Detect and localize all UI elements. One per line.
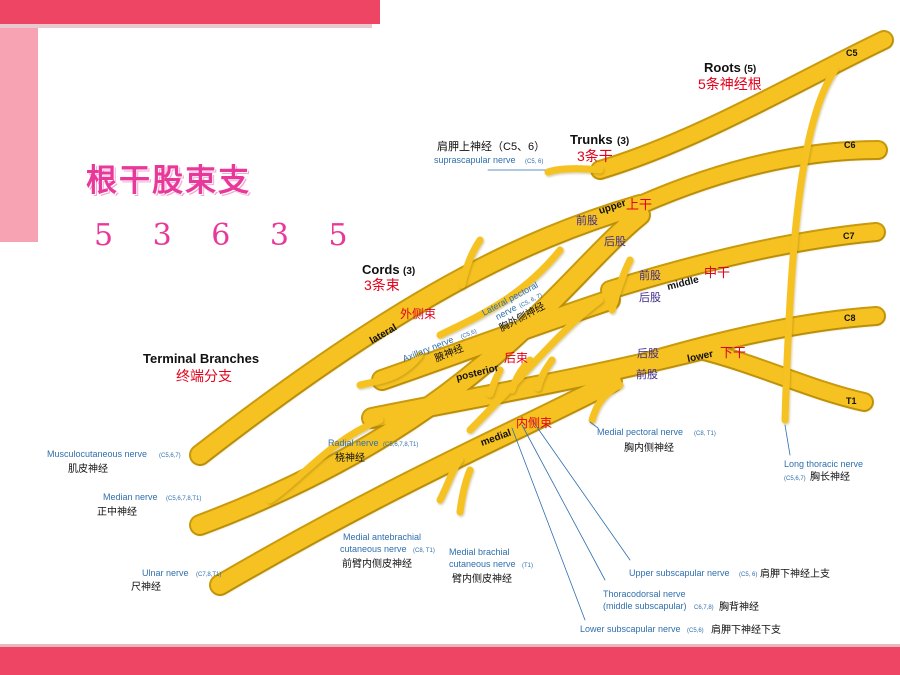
svg-text:中干: 中干 [704,265,730,280]
svg-text:下干: 下干 [720,345,746,360]
svg-text:前股: 前股 [636,367,658,381]
nerve-label-lower-subscapular: Lower subscapular nerve (C5,6) 肩胛下神经下支 [580,623,781,636]
svg-text:胸背神经: 胸背神经 [719,600,759,613]
svg-text:胸长神经: 胸长神经 [810,470,850,483]
slide-digits: 5 3 6 3 5 [94,218,363,253]
svg-text:(T1): (T1) [522,563,533,569]
root-labels: C5 C6 C7 C8 T1 [843,48,858,406]
svg-text:Trunks: Trunks [570,132,613,147]
svg-text:终端分支: 终端分支 [176,368,232,384]
svg-text:(3): (3) [403,266,415,277]
svg-text:内侧束: 内侧束 [516,416,552,430]
svg-text:上干: 上干 [626,197,652,212]
svg-text:cutaneous nerve: cutaneous nerve [449,559,516,569]
svg-text:3条束: 3条束 [364,277,400,293]
svg-text:(C7,8,T1): (C7,8,T1) [196,572,221,578]
nerve-label-thoracodorsal: Thoracodorsal nerve (middle subscapular)… [603,589,759,613]
svg-text:臂内侧皮神经: 臂内侧皮神经 [452,572,512,585]
svg-text:(C5,6,7,8,T1): (C5,6,7,8,T1) [383,442,418,448]
svg-text:尺神经: 尺神经 [131,580,161,593]
svg-text:前股: 前股 [639,268,661,282]
svg-text:后束: 后束 [504,351,528,365]
svg-text:胸内侧神经: 胸内侧神经 [624,441,674,454]
nerve-label-medial-brachial: Medial brachial cutaneous nerve (T1) 臂内侧… [449,547,533,585]
svg-text:前股: 前股 [576,213,598,227]
nerve-label-musculocutaneous: Musculocutaneous nerve (C5,6,7) 肌皮神经 [47,449,181,475]
svg-text:C6,7,8): C6,7,8) [694,605,714,611]
svg-text:外侧束: 外侧束 [400,307,436,321]
root-label-c7: C7 [843,231,855,241]
svg-text:(5): (5) [744,64,756,75]
svg-text:Terminal Branches: Terminal Branches [143,351,259,366]
terminal-branches-heading: Terminal Branches 终端分支 [143,351,259,384]
nerve-label-upper-subscapular: Upper subscapular nerve (C5, 6) 肩胛下神经上支 [629,567,830,580]
svg-text:Upper subscapular nerve: Upper subscapular nerve [629,568,730,578]
svg-text:桡神经: 桡神经 [335,451,365,464]
root-label-t1: T1 [846,396,857,406]
side-accent-panel [0,28,38,242]
svg-text:cutaneous nerve: cutaneous nerve [340,544,407,554]
svg-text:(C5,6,7): (C5,6,7) [784,476,806,482]
svg-text:lower: lower [686,349,714,365]
svg-text:5条神经根: 5条神经根 [698,76,762,92]
top-accent-bar [0,0,380,28]
svg-text:(3): (3) [617,136,629,147]
cords-heading: Cords (3) 3条束 [362,262,415,293]
svg-text:Medial pectoral nerve: Medial pectoral nerve [597,427,683,437]
svg-text:Median nerve: Median nerve [103,492,158,502]
root-label-c5: C5 [846,48,858,58]
nerve-label-median: Median nerve (C5,6,7,8,T1) 正中神经 [97,492,201,518]
svg-text:Thoracodorsal nerve: Thoracodorsal nerve [603,589,686,599]
svg-text:肩胛上神经（C5、6）: 肩胛上神经（C5、6） [437,139,545,153]
roots-heading: Roots (5) 5条神经根 [698,60,762,92]
svg-text:Long thoracic nerve: Long thoracic nerve [784,459,863,469]
nerve-label-medial-antebrachial: Medial antebrachial cutaneous nerve (C8,… [340,532,435,570]
svg-text:Musculocutaneous nerve: Musculocutaneous nerve [47,449,147,459]
svg-text:(C8, T1): (C8, T1) [694,431,716,437]
svg-text:肩胛下神经上支: 肩胛下神经上支 [760,567,830,580]
svg-text:(C5,6,7): (C5,6,7) [159,453,181,459]
nerve-label-ulnar: Ulnar nerve (C7,8,T1) 尺神经 [131,568,221,593]
svg-text:正中神经: 正中神经 [97,505,137,518]
svg-text:后股: 后股 [637,347,659,360]
svg-text:后股: 后股 [604,235,626,248]
svg-text:Lower subscapular nerve: Lower subscapular nerve [580,624,681,634]
svg-text:(middle subscapular): (middle subscapular) [603,601,687,611]
svg-text:(C5, 6): (C5, 6) [739,572,757,578]
svg-text:前臂内侧皮神经: 前臂内侧皮神经 [342,557,412,570]
svg-text:(C5,6,7,8,T1): (C5,6,7,8,T1) [166,496,201,502]
svg-text:后股: 后股 [639,291,661,304]
svg-text:Medial brachial: Medial brachial [449,547,510,557]
root-label-c6: C6 [844,140,856,150]
bottom-accent-bar [0,644,900,675]
nerve-label-medial-pectoral: Medial pectoral nerve (C8, T1) 胸内侧神经 [597,427,716,454]
svg-text:Roots: Roots [704,60,741,75]
svg-text:(C5,6): (C5,6) [460,329,478,341]
svg-text:3条干: 3条干 [577,148,613,164]
svg-text:Cords: Cords [362,262,400,277]
svg-text:Ulnar nerve: Ulnar nerve [142,568,189,578]
svg-text:肩胛下神经下支: 肩胛下神经下支 [711,623,781,636]
nerve-label-radial: Radial nerve (C5,6,7,8,T1) 桡神经 [328,438,418,464]
svg-text:(C5, 6): (C5, 6) [525,159,543,165]
nerve-label-long-thoracic: Long thoracic nerve (C5,6,7) 胸长神经 [784,459,863,483]
svg-text:Medial antebrachial: Medial antebrachial [343,532,421,542]
trunks-heading: Trunks (3) 3条干 [570,132,629,164]
svg-text:肌皮神经: 肌皮神经 [68,462,108,475]
slide-title: 根干股束支 [86,163,251,199]
nerve-label-suprascapular: 肩胛上神经（C5、6） suprascapular nerve (C5, 6) [434,139,545,165]
root-label-c8: C8 [844,313,856,323]
svg-text:suprascapular nerve: suprascapular nerve [434,155,516,165]
svg-text:(C8, T1): (C8, T1) [413,548,435,554]
svg-text:(C5,6): (C5,6) [687,628,704,634]
division-labels: 前股 后股 前股 后股 后股 前股 [576,213,661,381]
svg-text:Radial nerve: Radial nerve [328,438,379,448]
nerve-network [189,30,894,621]
